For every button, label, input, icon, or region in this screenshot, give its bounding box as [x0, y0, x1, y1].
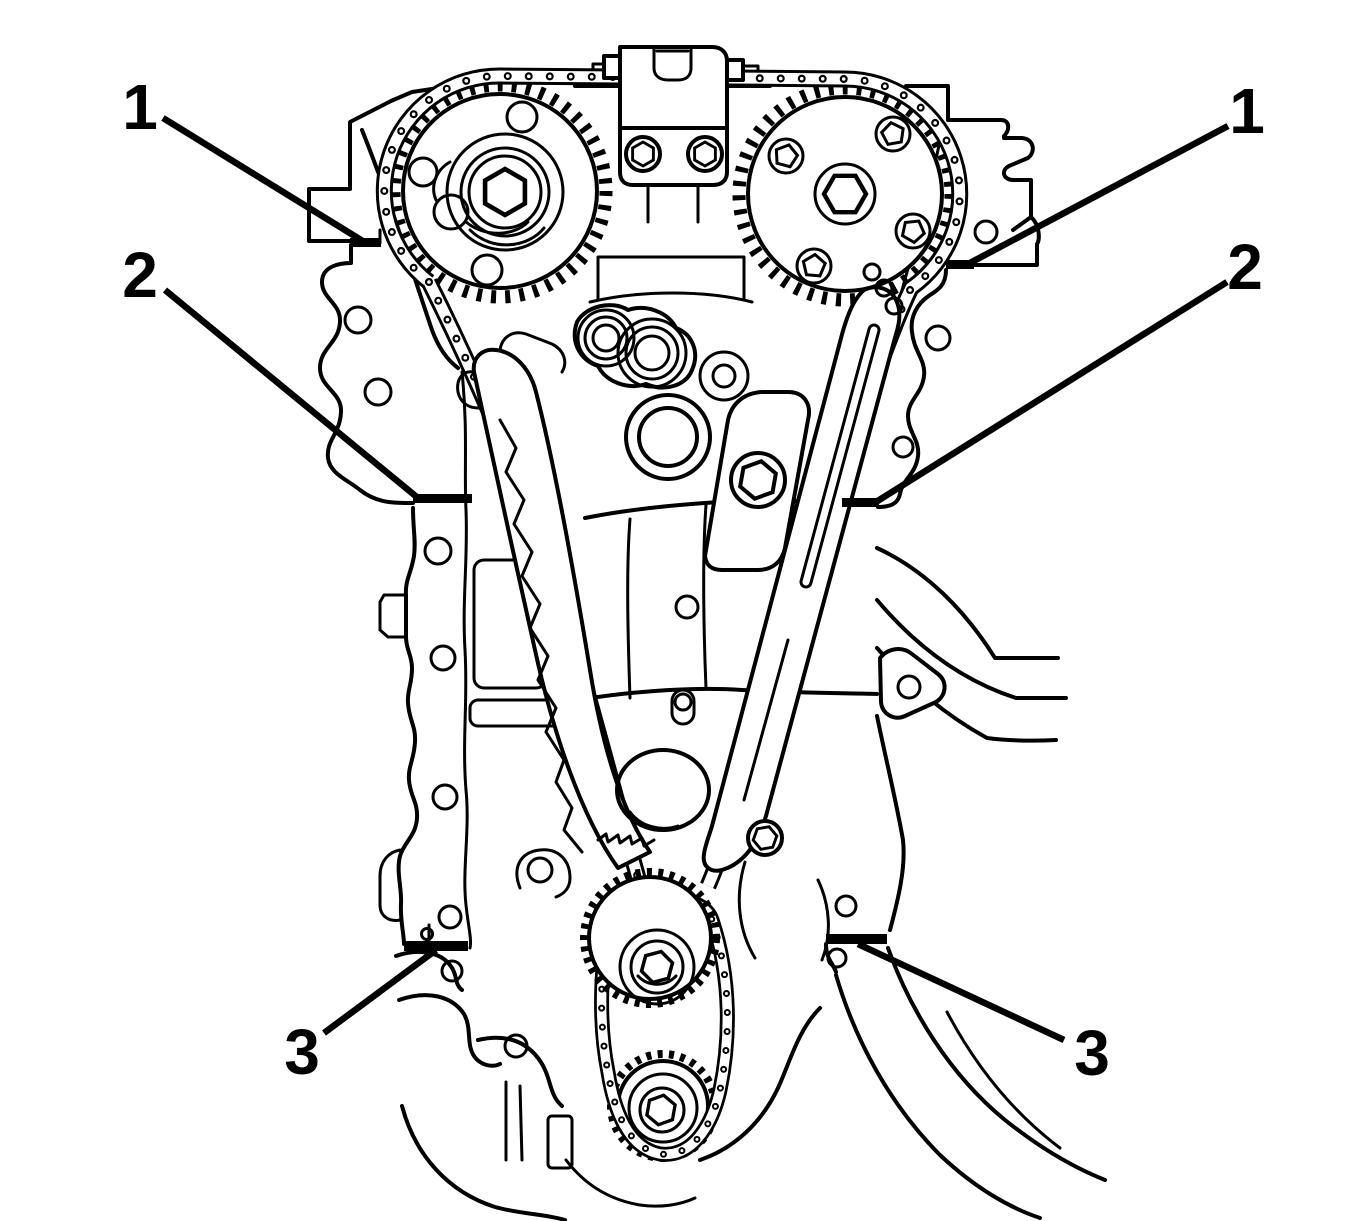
callout-2-right-leader	[874, 279, 1229, 505]
camshaft-retention-tool	[602, 45, 745, 224]
cam-phaser-swirl	[432, 160, 546, 247]
timing-chain-tensioner-guide-right	[701, 262, 904, 873]
callout-3-right-label: 3	[1074, 1017, 1110, 1089]
callout-1-right-leader	[966, 123, 1230, 267]
camshaft-sprocket-left	[387, 78, 613, 304]
callout-2-left-target-mark	[413, 494, 472, 503]
crankshaft-area	[580, 748, 727, 1162]
callout-3-right-leader	[856, 941, 1066, 1043]
callout-3-left-leader	[322, 947, 438, 1036]
callout-1-left-target-mark	[350, 238, 381, 247]
callout-3-right: 3	[826, 934, 1110, 1089]
camshaft-sprocket-right	[732, 81, 958, 307]
callout-2-right-target-mark	[842, 498, 878, 507]
crankshaft-sprocket	[580, 868, 720, 1008]
callout-2-left: 2	[122, 239, 472, 503]
timing-chain-guide-left	[456, 331, 652, 870]
idler-bracket	[703, 390, 811, 572]
callout-3-left: 3	[284, 941, 468, 1088]
callout-3-left-target-mark	[404, 941, 468, 951]
callout-1-right-target-mark	[946, 260, 974, 269]
tensioner-bolt	[746, 819, 784, 857]
callout-3-right-target-mark	[826, 934, 887, 944]
callout-2-left-label: 2	[122, 239, 158, 311]
callout-1-right: 1	[946, 75, 1265, 269]
callout-1-right-label: 1	[1229, 75, 1265, 147]
callout-1-left-label: 1	[122, 71, 158, 143]
callout-1-left: 1	[122, 71, 381, 247]
sprocket-bolt-holes	[767, 115, 932, 285]
callout-2-right-label: 2	[1227, 231, 1263, 303]
oil-seal-bosses	[572, 303, 750, 481]
callout-2-right: 2	[842, 231, 1263, 507]
callout-3-left-label: 3	[284, 1016, 320, 1088]
callout-2-left-leader	[162, 287, 421, 501]
callout-1-left-leader	[161, 115, 368, 246]
